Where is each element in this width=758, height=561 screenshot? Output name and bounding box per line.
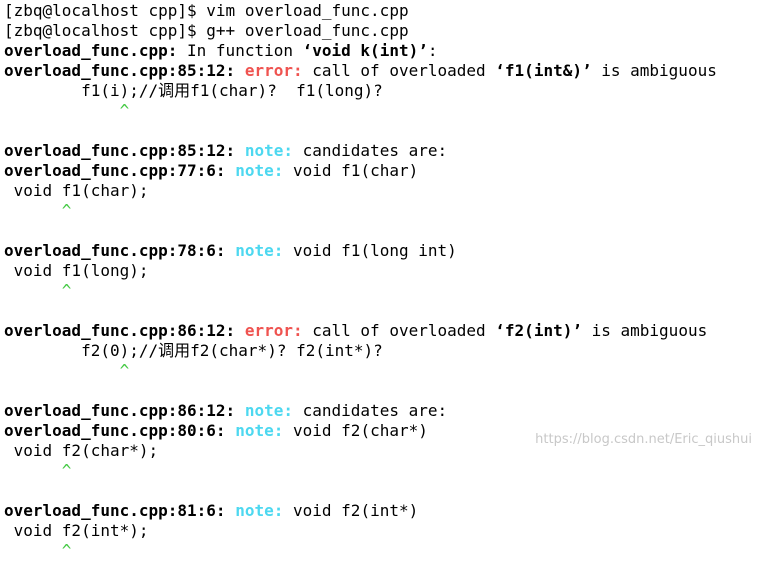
terminal-line [4, 381, 756, 401]
terminal-line [4, 301, 756, 321]
terminal-line: overload_func.cpp: In function ‘void k(i… [4, 41, 756, 61]
line-text [235, 141, 245, 160]
bold-text: ‘f1(int&)’ [495, 61, 592, 80]
line-text: void f2(char*); [4, 441, 159, 460]
caret-marker: ^ [4, 361, 130, 380]
note-label: note: [235, 421, 284, 440]
line-text [235, 321, 245, 340]
error-label: error: [244, 61, 303, 80]
caret-marker: ^ [4, 281, 72, 300]
terminal-line: overload_func.cpp:78:6: note: void f1(lo… [4, 241, 756, 261]
terminal-line: overload_func.cpp:85:12: error: call of … [4, 61, 756, 81]
line-text: call of overloaded [302, 61, 496, 80]
watermark: https://blog.csdn.net/Eric_qiushui [535, 432, 752, 447]
line-text [226, 421, 236, 440]
caret-marker: ^ [4, 101, 130, 120]
terminal-line: ^ [4, 361, 756, 381]
terminal-output: [zbq@localhost cpp]$ vim overload_func.c… [4, 1, 756, 561]
terminal-line: f2(0);//调用f2(char*)? f2(int*)? [4, 341, 756, 361]
note-label: note: [235, 501, 284, 520]
terminal-line: void f2(char*); [4, 441, 756, 461]
line-text: void f1(char); [4, 181, 149, 200]
terminal-line: ^ [4, 461, 756, 481]
note-label: note: [244, 141, 293, 160]
line-text: In function [177, 41, 303, 60]
terminal-line: overload_func.cpp:80:6: note: void f2(ch… [4, 421, 756, 441]
bold-text: overload_func.cpp:85:12: [4, 61, 236, 80]
terminal-line: overload_func.cpp:86:12: error: call of … [4, 321, 756, 341]
caret-marker: ^ [4, 461, 72, 480]
line-text: f2(0);//调用f2(char*)? f2(int*)? [4, 341, 383, 360]
bold-text: ‘f2(int)’ [495, 321, 582, 340]
bold-text: ‘void k(int)’ [302, 41, 428, 60]
line-text: void f2(int*); [4, 521, 149, 540]
line-text [226, 501, 236, 520]
terminal-line [4, 221, 756, 241]
error-label: error: [244, 321, 303, 340]
note-label: note: [235, 241, 284, 260]
line-text: is ambiguous [581, 321, 708, 340]
terminal-line: void f2(int*); [4, 521, 756, 541]
terminal-line: ^ [4, 541, 756, 561]
terminal-line: ^ [4, 201, 756, 221]
line-text [235, 401, 245, 420]
terminal-line: void f1(long); [4, 261, 756, 281]
line-text: candidates are: [293, 401, 448, 420]
line-text: void f1(long int) [283, 241, 457, 260]
terminal-line: overload_func.cpp:81:6: note: void f2(in… [4, 501, 756, 521]
line-text: void f2(char*) [283, 421, 428, 440]
line-text: : [427, 41, 438, 60]
line-text: void f1(long); [4, 261, 149, 280]
line-text [235, 61, 245, 80]
bold-text: overload_func.cpp:78:6: [4, 241, 226, 260]
bold-text: overload_func.cpp:86:12: [4, 401, 236, 420]
terminal-line [4, 481, 756, 501]
caret-marker: ^ [4, 541, 72, 560]
terminal-line: overload_func.cpp:86:12: note: candidate… [4, 401, 756, 421]
line-text: is ambiguous [591, 61, 717, 80]
bold-text: overload_func.cpp:81:6: [4, 501, 226, 520]
terminal-line: [zbq@localhost cpp]$ vim overload_func.c… [4, 1, 756, 21]
bold-text: overload_func.cpp: [4, 41, 178, 60]
terminal-line: void f1(char); [4, 181, 756, 201]
terminal-line: ^ [4, 101, 756, 121]
note-label: note: [244, 401, 293, 420]
terminal-line: ^ [4, 281, 756, 301]
line-text: void f2(int*) [283, 501, 419, 520]
line-text [226, 241, 236, 260]
terminal-line: [zbq@localhost cpp]$ g++ overload_func.c… [4, 21, 756, 41]
line-text: call of overloaded [302, 321, 496, 340]
terminal-line [4, 121, 756, 141]
terminal-line: overload_func.cpp:77:6: note: void f1(ch… [4, 161, 756, 181]
line-text [226, 161, 236, 180]
line-text: f1(i);//调用f1(char)? f1(long)? [4, 81, 383, 100]
note-label: note: [235, 161, 284, 180]
bold-text: overload_func.cpp:80:6: [4, 421, 226, 440]
caret-marker: ^ [4, 201, 72, 220]
line-text: [zbq@localhost cpp]$ g++ overload_func.c… [4, 21, 409, 40]
line-text: candidates are: [293, 141, 448, 160]
line-text: [zbq@localhost cpp]$ vim overload_func.c… [4, 1, 409, 20]
terminal-line: f1(i);//调用f1(char)? f1(long)? [4, 81, 756, 101]
line-text: void f1(char) [283, 161, 419, 180]
bold-text: overload_func.cpp:85:12: [4, 141, 236, 160]
bold-text: overload_func.cpp:77:6: [4, 161, 226, 180]
terminal-line: overload_func.cpp:85:12: note: candidate… [4, 141, 756, 161]
bold-text: overload_func.cpp:86:12: [4, 321, 236, 340]
